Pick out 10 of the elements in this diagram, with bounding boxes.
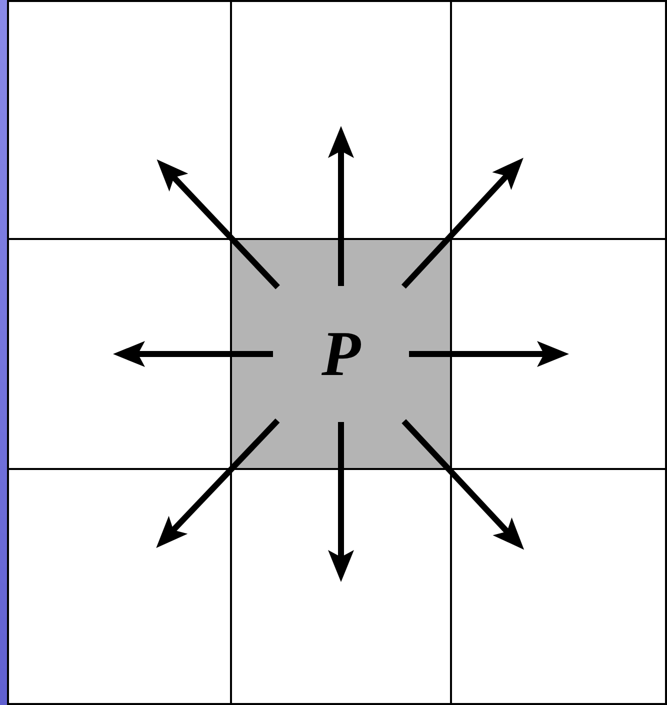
grid-cell	[7, 468, 232, 705]
arrow	[113, 341, 273, 367]
cell-label: P	[321, 322, 361, 386]
center-cell	[230, 238, 452, 470]
arrow	[328, 126, 354, 286]
grid-cell	[450, 468, 667, 705]
grid-cell	[450, 0, 667, 240]
arrow	[409, 341, 569, 367]
arrow	[328, 422, 354, 582]
grid-cell	[7, 0, 232, 240]
